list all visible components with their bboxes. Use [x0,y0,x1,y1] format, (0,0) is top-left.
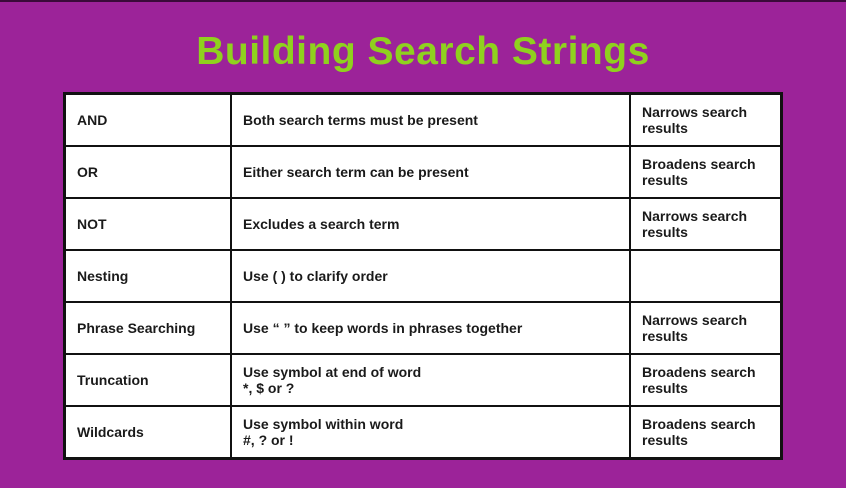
effect-cell-line: results [642,172,688,188]
term-cell: NOT [63,197,232,251]
effect-cell-line: Narrows search [642,208,748,224]
effect-cell-line: Narrows search [642,312,748,328]
term-cell: Nesting [63,249,232,303]
effect-cell-line: results [642,432,688,448]
term-cell: Phrase Searching [63,301,232,355]
table-row: Phrase Searching Use “ ” to keep words in… [63,301,783,355]
description-cell: Both search terms must be present [230,92,631,147]
description-cell: Use ( ) to clarify order [230,249,631,303]
effect-cell-line: Broadens search [642,416,756,432]
description-cell-line: *, $ or ? [243,380,295,396]
effect-cell [629,249,783,303]
term-cell: Wildcards [63,405,232,460]
description-cell-line: Either search term can be present [243,164,469,180]
effect-cell-line: results [642,328,688,344]
term-cell: OR [63,145,232,199]
term-cell: Truncation [63,353,232,407]
description-cell: Excludes a search term [230,197,631,251]
effect-cell-line: Broadens search [642,156,756,172]
effect-cell-line: results [642,380,688,396]
slide-title: Building Search Strings [196,30,650,73]
description-cell-line: Use symbol at end of word [243,364,422,380]
table-row: AND Both search terms must be present Narr… [63,92,783,147]
effect-cell-line: results [642,120,688,136]
description-cell-line: Both search terms must be present [243,112,478,128]
description-cell: Use symbol within word#, ? or ! [230,405,631,460]
description-cell: Use “ ” to keep words in phrases togethe… [230,301,631,355]
description-cell-line: Use symbol within word [243,416,404,432]
description-cell-line: Use ( ) to clarify order [243,268,388,284]
effect-cell-line: results [642,224,688,240]
description-cell: Use symbol at end of word*, $ or ? [230,353,631,407]
effect-cell-line: Narrows search [642,104,748,120]
description-cell: Either search term can be present [230,145,631,199]
effect-cell-line: Broadens search [642,364,756,380]
description-cell-line: #, ? or ! [243,432,294,448]
top-border [0,0,846,2]
description-cell-line: Excludes a search term [243,216,400,232]
table-row: Nesting Use ( ) to clarify order [63,249,783,303]
table-row: OR Either search term can be present Broad… [63,145,783,199]
term-cell: AND [63,92,232,147]
description-cell-line: Use “ ” to keep words in phrases togethe… [243,320,523,336]
